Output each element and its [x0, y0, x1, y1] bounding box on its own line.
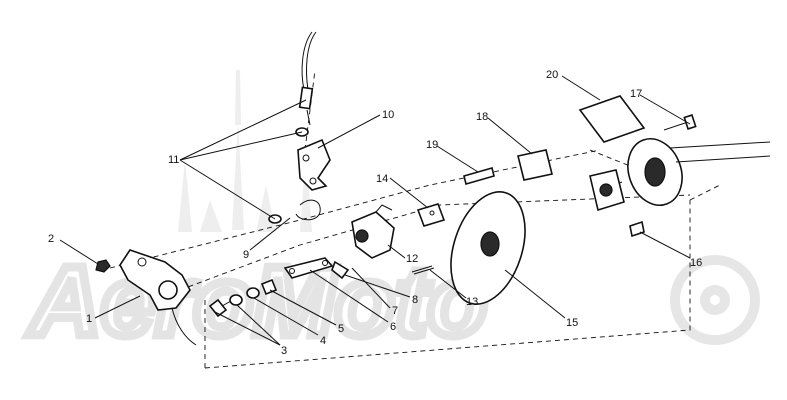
pin-part-13: [411, 265, 435, 275]
callout-16: 16: [690, 257, 702, 269]
callout-4: 4: [320, 335, 326, 347]
throttle-cable: [298, 31, 317, 126]
sleeve-part-19: [463, 167, 495, 185]
callout-11: 11: [168, 154, 179, 166]
clutch-hub-assembly: [589, 138, 771, 212]
key-part-16: [629, 220, 645, 238]
lever-plate-part-1: [119, 249, 197, 346]
callout-6: 6: [390, 321, 396, 333]
callout-10: 10: [382, 109, 394, 121]
clip-part-8: [331, 260, 350, 280]
callout-13: 13: [466, 296, 478, 308]
callout-17: 17: [630, 88, 642, 100]
block-part-14: [416, 203, 446, 227]
spring-part-9: [295, 199, 321, 221]
governor-housing-part-12: [351, 204, 395, 259]
washer-part-4: [246, 287, 260, 299]
callout-15: 15: [566, 317, 578, 329]
sheave-disc-part-15: [450, 191, 526, 305]
assembly-guide-lines: [109, 69, 721, 369]
leader-lines: [59, 75, 691, 346]
callout-20: 20: [546, 69, 558, 81]
link-arm-part-6: [283, 257, 334, 279]
decal-part-20: [578, 95, 646, 143]
bracket-part-10: [297, 138, 331, 191]
callout-3: 3: [281, 345, 287, 357]
callout-12: 12: [406, 253, 418, 265]
callout-9: 9: [243, 249, 249, 261]
bushing-part-18: [517, 149, 553, 181]
callout-8: 8: [412, 294, 418, 306]
nut-part-2: [95, 259, 111, 273]
callout-19: 19: [426, 139, 438, 151]
washer-part-3: [229, 294, 243, 306]
callout-18: 18: [476, 111, 488, 123]
bolt-part-17: [663, 114, 697, 131]
callout-14: 14: [376, 173, 388, 185]
callout-1: 1: [86, 313, 92, 325]
callout-5: 5: [338, 323, 344, 335]
callout-7: 7: [392, 305, 398, 317]
callout-2: 2: [48, 233, 54, 245]
bushing-part-5: [260, 278, 278, 296]
